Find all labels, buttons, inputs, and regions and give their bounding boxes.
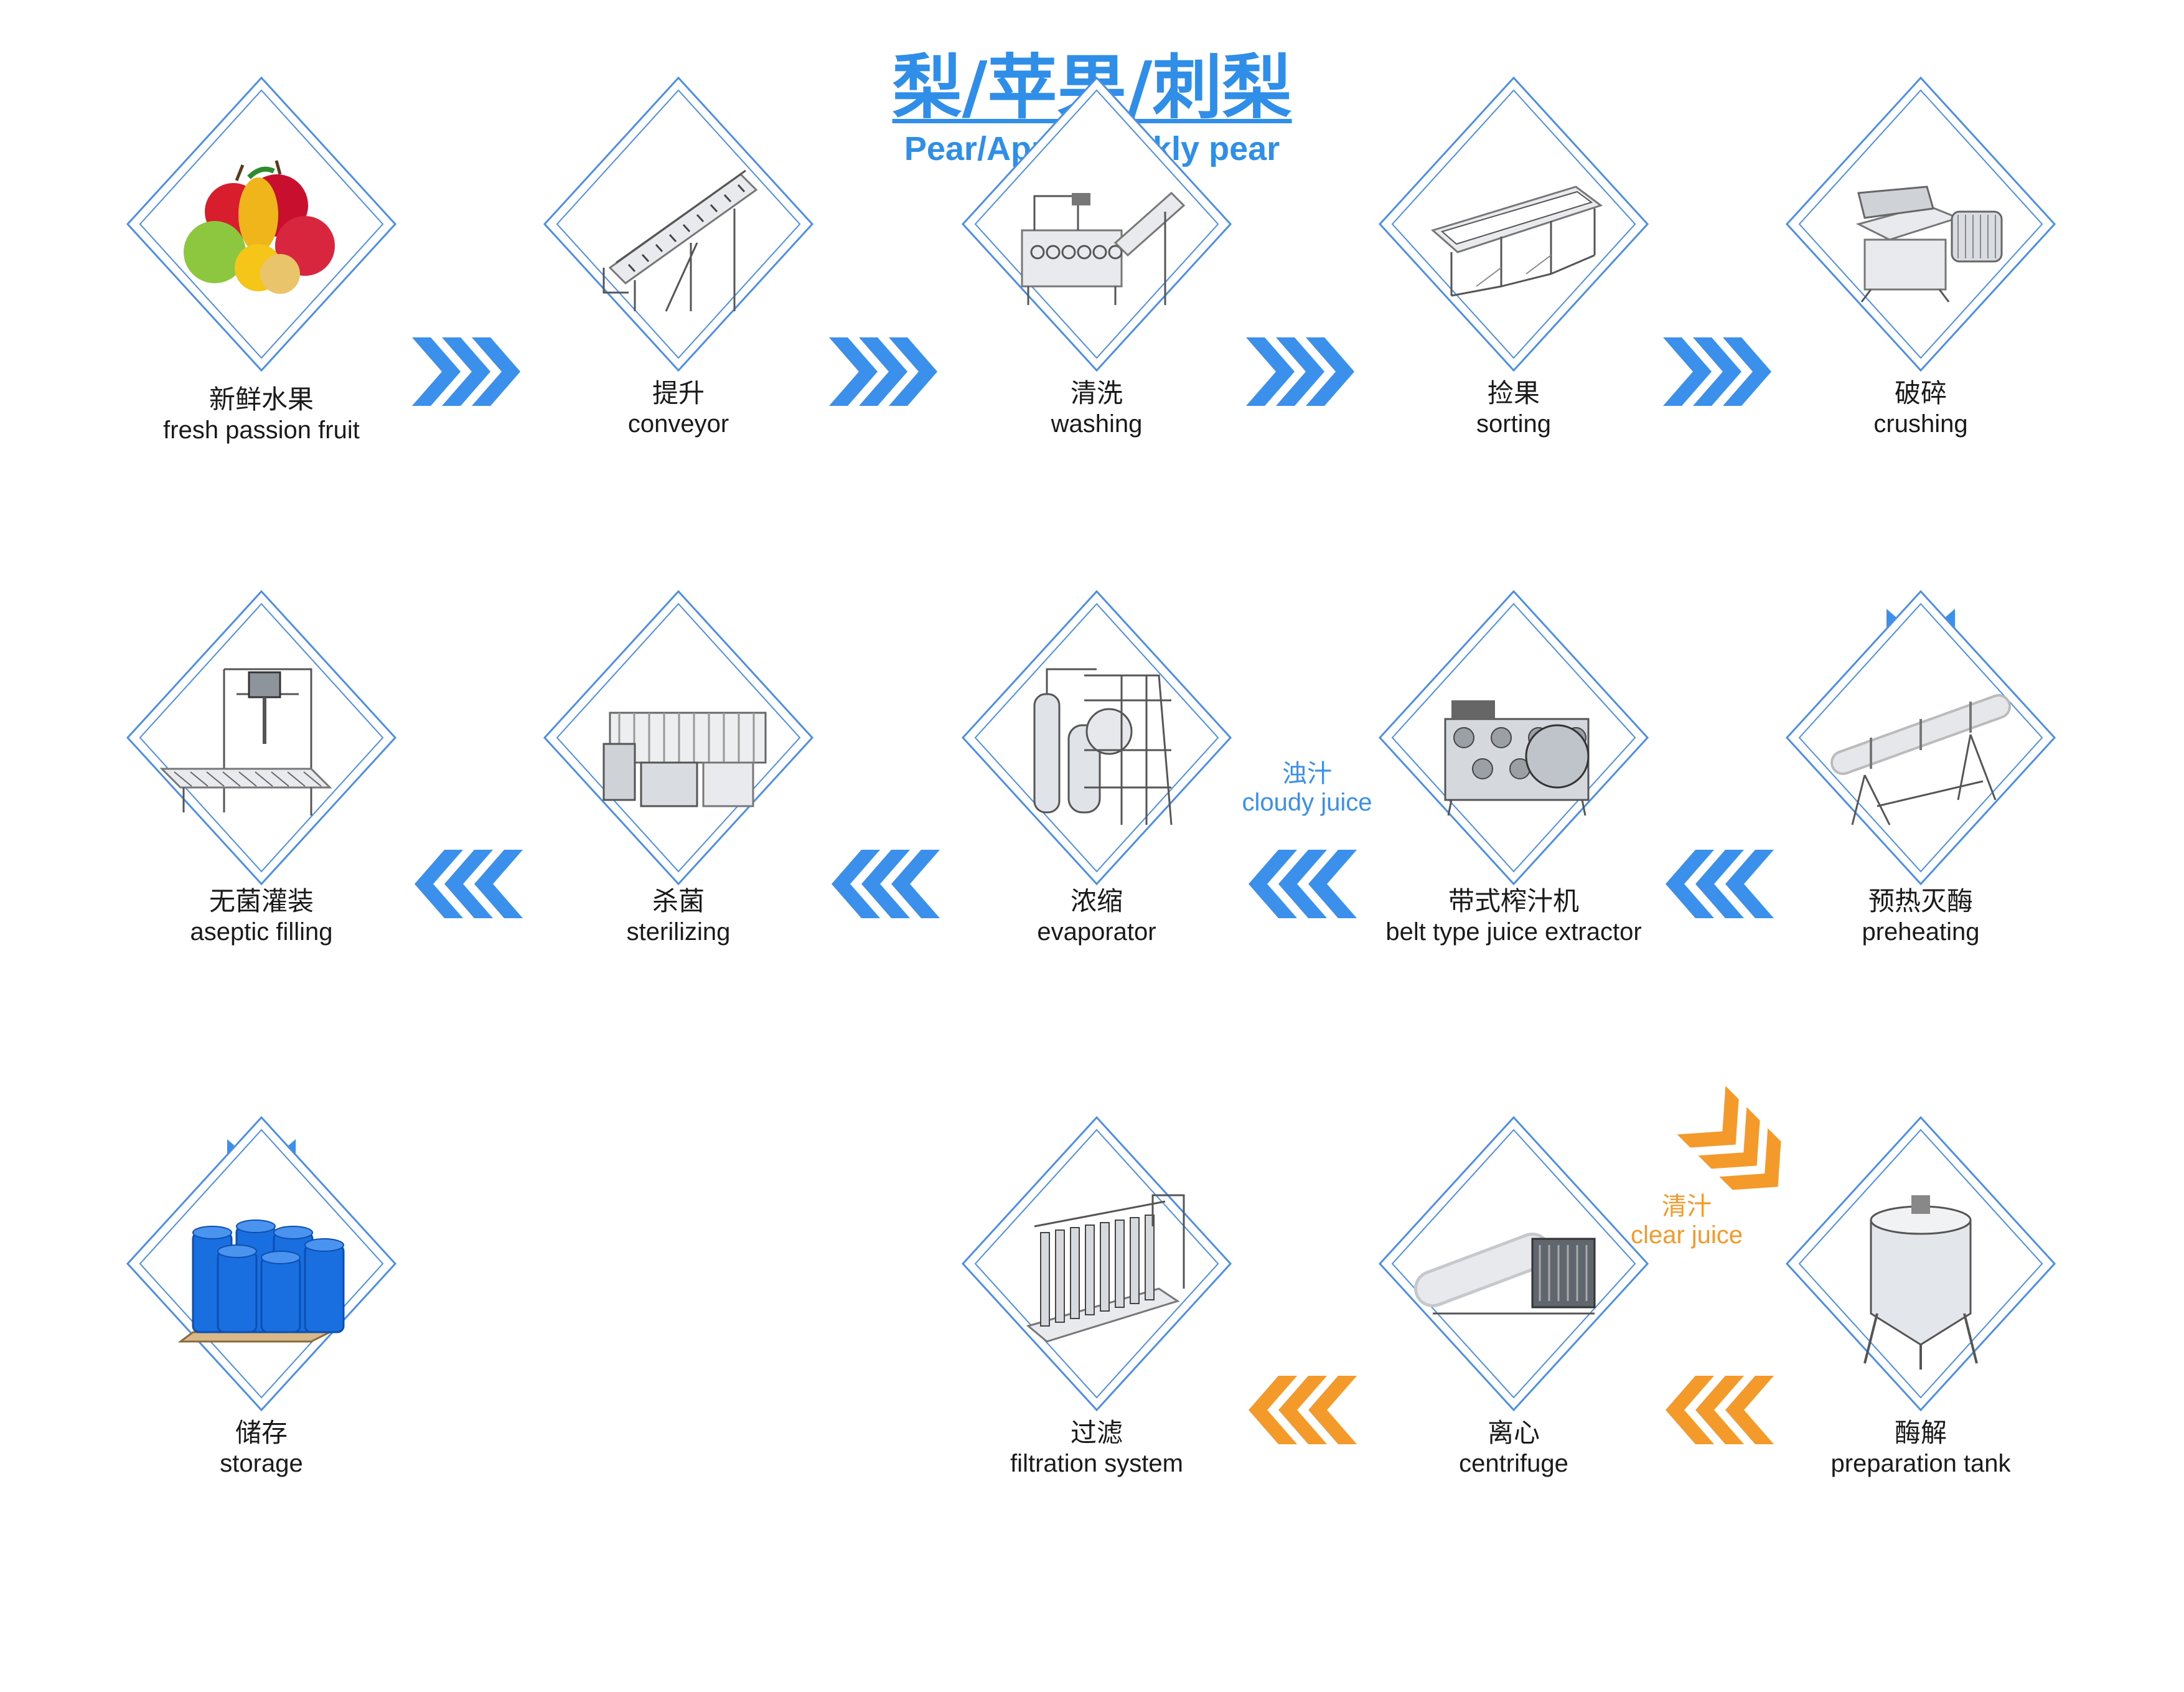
step-label-zh: 杀菌 (652, 886, 705, 916)
step-label: 破碎 crushing (1759, 378, 2083, 439)
step-label: 捡果 sorting (1352, 378, 1675, 439)
step-label-en: evaporator (1037, 918, 1156, 946)
cloudy-juice-zh: 浊汁 (1282, 759, 1332, 788)
step-label-en: sterilizing (626, 918, 731, 946)
step-label-zh: 捡果 (1487, 378, 1540, 408)
arrow-right-icon (1246, 337, 1354, 406)
step-label-zh: 酶解 (1894, 1417, 1947, 1448)
arrow-left-icon (415, 850, 523, 918)
step-label-en: filtration system (1010, 1450, 1183, 1478)
arrow-left-icon (832, 850, 940, 918)
washing-machine-icon (960, 75, 1234, 374)
step-label-en: preheating (1862, 918, 1980, 946)
step-label: 预热灭酶 preheating (1759, 886, 2083, 947)
step-label-zh: 离心 (1487, 1417, 1540, 1448)
evaporator-icon (960, 588, 1234, 887)
step-label: 新鲜水果 fresh passion fruit (100, 384, 423, 445)
step-label: 提升 conveyor (517, 378, 840, 439)
step-label-zh: 带式榨汁机 (1448, 886, 1579, 916)
cloudy-juice-en: cloudy juice (1242, 789, 1372, 816)
clear-juice-en: clear juice (1630, 1221, 1743, 1249)
clear-juice-zh: 清汁 (1662, 1192, 1712, 1221)
step-label: 过滤 filtration system (935, 1417, 1258, 1478)
step-label-en: centrifuge (1459, 1450, 1568, 1478)
step-label-zh: 提升 (652, 378, 705, 408)
tank-icon (1784, 1114, 2058, 1413)
drums-icon (124, 1114, 398, 1413)
step-label-zh: 储存 (235, 1417, 288, 1448)
arrow-left-icon (1666, 1376, 1774, 1444)
centrifuge-icon (1377, 1114, 1651, 1413)
step-label-en: storage (220, 1450, 303, 1478)
step-label-zh: 浓缩 (1070, 886, 1123, 916)
step-label: 带式榨汁机 belt type juice extractor (1352, 886, 1675, 947)
step-label-zh: 过滤 (1070, 1417, 1123, 1448)
step-label: 酶解 preparation tank (1759, 1417, 2083, 1478)
sterilizer-icon (541, 588, 815, 887)
arrow-diagonal-icon (1677, 1086, 1781, 1190)
step-label-en: crushing (1873, 410, 1968, 438)
cloudy-juice-label: 浊汁 cloudy juice (1207, 759, 1407, 817)
filter-icon (960, 1114, 1234, 1413)
belt-press-icon (1377, 588, 1651, 887)
arrow-left-icon (1666, 850, 1774, 918)
conveyor-icon (541, 75, 815, 374)
step-label-zh: 清洗 (1070, 378, 1123, 408)
crusher-icon (1784, 75, 2058, 374)
step-label: 浓缩 evaporator (935, 886, 1258, 947)
arrow-left-icon (1249, 850, 1357, 918)
step-label-en: conveyor (627, 410, 729, 438)
sorting-table-icon (1377, 75, 1651, 374)
step-label: 清洗 washing (935, 378, 1258, 439)
arrow-left-icon (1249, 1376, 1357, 1444)
step-label-en: sorting (1476, 410, 1552, 438)
step-label: 无菌灌装 aseptic filling (100, 886, 423, 947)
step-label-en: washing (1051, 410, 1143, 438)
step-label-en: fresh passion fruit (163, 416, 360, 444)
step-label-zh: 破碎 (1894, 378, 1947, 408)
step-label: 离心 centrifuge (1352, 1417, 1675, 1478)
step-label-zh: 预热灭酶 (1868, 886, 1973, 916)
step-label-zh: 新鲜水果 (209, 384, 314, 415)
arrow-right-icon (412, 337, 520, 406)
step-label-en: belt type juice extractor (1385, 918, 1642, 946)
step-label: 储存 storage (100, 1417, 423, 1478)
aseptic-filler-icon (124, 588, 398, 887)
step-label: 杀菌 sterilizing (517, 886, 840, 947)
fruit-icon (124, 75, 398, 374)
arrow-right-icon (1663, 337, 1771, 406)
step-label-zh: 无菌灌装 (209, 886, 314, 916)
step-label-en: preparation tank (1830, 1450, 2011, 1478)
step-label-en: aseptic filling (190, 918, 333, 946)
clear-juice-label: 清汁 clear juice (1593, 1192, 1780, 1249)
arrow-right-icon (829, 337, 937, 406)
preheater-icon (1784, 588, 2058, 887)
